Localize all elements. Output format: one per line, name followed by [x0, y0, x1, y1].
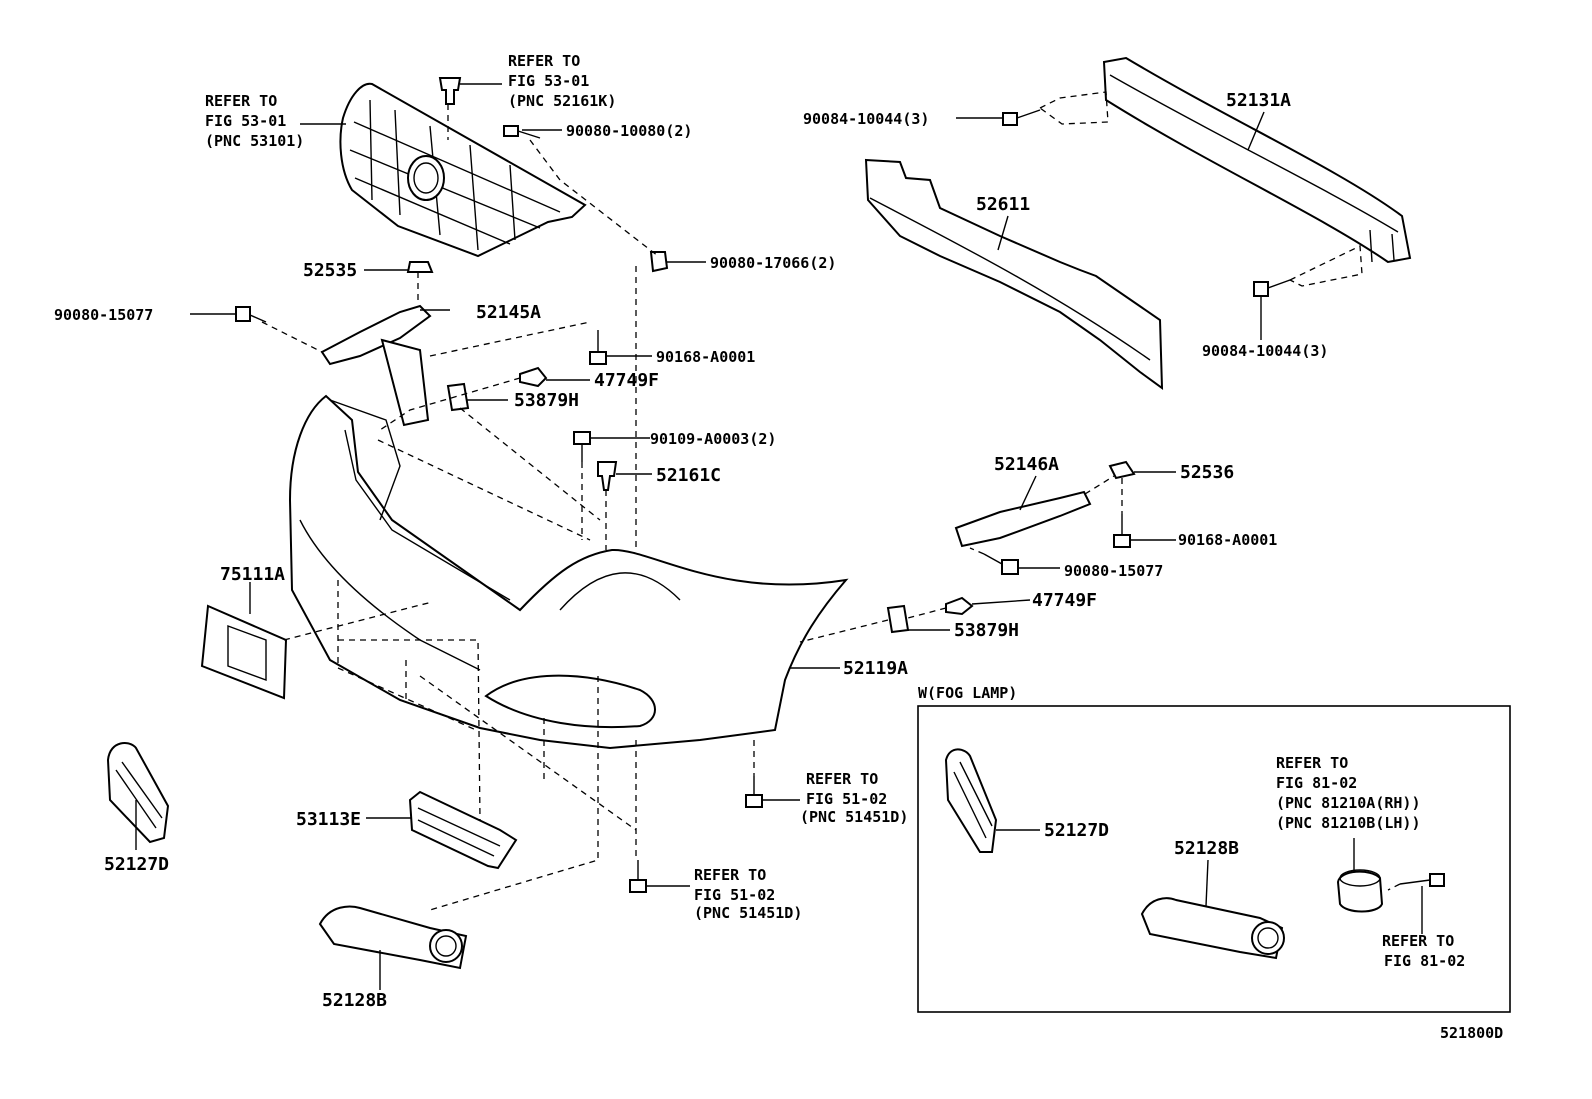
refer-81-02-top-line2: FIG 81-02: [1276, 774, 1357, 792]
grille-drawing: [339, 82, 587, 258]
bracket-52145A-drawing: [320, 304, 432, 427]
retainer-53879H-left-drawing: [446, 382, 470, 412]
label-52535: 52535: [303, 260, 357, 281]
fog-lamp-title: W(FOG LAMP): [918, 684, 1017, 702]
cover-52127D-fog-drawing: [944, 748, 998, 853]
assembly-lines: [261, 91, 1401, 911]
bolt-90080-15077-right-drawing: [983, 553, 1019, 575]
label-53113E: 53113E: [296, 809, 361, 830]
refer-51-02-bottom-line2: FIG 51-02: [694, 886, 775, 904]
refer-81-02-bottom-line2: FIG 81-02: [1384, 952, 1465, 970]
bolt-90084-10044-top-drawing: [1002, 109, 1041, 126]
clip-52161C-drawing: [597, 461, 618, 491]
bolt-90080-15077-left-drawing: [235, 306, 267, 323]
cover-52128B-left-drawing: [318, 905, 468, 970]
label-90080-15077-right: 90080-15077: [1064, 562, 1163, 580]
cover-52128B-fog-drawing: [1140, 897, 1285, 960]
label-90080-17066: 90080-17066(2): [710, 254, 836, 272]
reinforcement-52131A-drawing: [1102, 56, 1412, 264]
refer-81-02-top-line1: REFER TO: [1276, 754, 1348, 772]
bolt-90084-10044-bottom-drawing: [1253, 279, 1291, 297]
cover-52127D-left-drawing: [106, 742, 170, 844]
label-52127D-fog: 52127D: [1044, 820, 1109, 841]
refer-grille-left-line3: (PNC 53101): [205, 132, 304, 150]
refer-51-02-bottom-line3: (PNC 51451D): [694, 904, 802, 922]
refer-81-02-top-line4: (PNC 81210B(LH)): [1276, 814, 1421, 832]
label-90168-A0001-right: 90168-A0001: [1178, 531, 1277, 549]
fog-screw-drawing: [1399, 873, 1445, 887]
bolt-90080-10080-drawing: [503, 125, 541, 139]
label-52611: 52611: [976, 194, 1030, 215]
label-47749F-left: 47749F: [594, 370, 659, 391]
label-52128B-left: 52128B: [322, 990, 387, 1011]
label-90080-10080: 90080-10080(2): [566, 122, 692, 140]
clip-47749F-left-drawing: [519, 366, 548, 388]
clip-52161K-drawing: [438, 77, 462, 105]
label-52161C: 52161C: [656, 465, 721, 486]
clip-52535-drawing: [406, 261, 434, 273]
leader-lines: [135, 83, 1423, 990]
bolt-51451D-bottom-drawing: [629, 860, 647, 893]
label-90168-A0001-left: 90168-A0001: [656, 348, 755, 366]
refer-51-02-right-line2: FIG 51-02: [806, 790, 887, 808]
refer-grille-top-line2: FIG 53-01: [508, 72, 589, 90]
bracket-52146A-drawing: [954, 490, 1092, 548]
refer-grille-top-line3: (PNC 52161K): [508, 92, 616, 110]
absorber-52611-drawing: [864, 158, 1164, 391]
bolt-51451D-right-drawing: [745, 776, 763, 808]
refer-81-02-bottom-line1: REFER TO: [1382, 932, 1454, 950]
label-52128B-fog: 52128B: [1174, 838, 1239, 859]
label-90080-15077-left: 90080-15077: [54, 306, 153, 324]
label-90084-10044-top: 90084-10044(3): [803, 110, 929, 128]
label-75111A: 75111A: [220, 564, 285, 585]
fog-lamp-drawing: [1336, 869, 1384, 913]
clip-90080-17066-drawing: [649, 251, 669, 273]
label-90084-10044-bottom: 90084-10044(3): [1202, 342, 1328, 360]
refer-grille-left-line2: FIG 53-01: [205, 112, 286, 130]
bumper-cover-52119A-drawing: [288, 394, 849, 750]
refer-grille-top-line1: REFER TO: [508, 52, 580, 70]
label-90109-A0003: 90109-A0003(2): [650, 430, 776, 448]
label-53879H-right: 53879H: [954, 620, 1019, 641]
label-47749F-right: 47749F: [1032, 590, 1097, 611]
refer-51-02-right-line1: REFER TO: [806, 770, 878, 788]
license-bracket-75111A-drawing: [200, 604, 288, 700]
label-52131A: 52131A: [1226, 90, 1291, 111]
bolt-90168-A0001-left-drawing: [589, 330, 607, 365]
bolt-90168-A0001-right-drawing: [1113, 514, 1131, 548]
clip-47749F-right-drawing: [945, 596, 974, 616]
refer-grille-left-line1: REFER TO: [205, 92, 277, 110]
label-52145A: 52145A: [476, 302, 541, 323]
label-52127D-left: 52127D: [104, 854, 169, 875]
clip-52536-drawing: [1108, 460, 1136, 480]
label-53879H-left: 53879H: [514, 390, 579, 411]
refer-81-02-top-line3: (PNC 81210A(RH)): [1276, 794, 1421, 812]
label-52536: 52536: [1180, 462, 1234, 483]
refer-51-02-bottom-line1: REFER TO: [694, 866, 766, 884]
diagram-code: 521800D: [1440, 1024, 1503, 1042]
grille-53113E-drawing: [408, 790, 518, 870]
fog-lamp-frame: [917, 705, 1511, 1013]
label-52146A: 52146A: [994, 454, 1059, 475]
bolt-90109-A0003-drawing: [573, 431, 591, 462]
refer-51-02-right-line3: (PNC 51451D): [800, 808, 908, 826]
retainer-53879H-right-drawing: [886, 604, 910, 634]
label-52119A: 52119A: [843, 658, 908, 679]
